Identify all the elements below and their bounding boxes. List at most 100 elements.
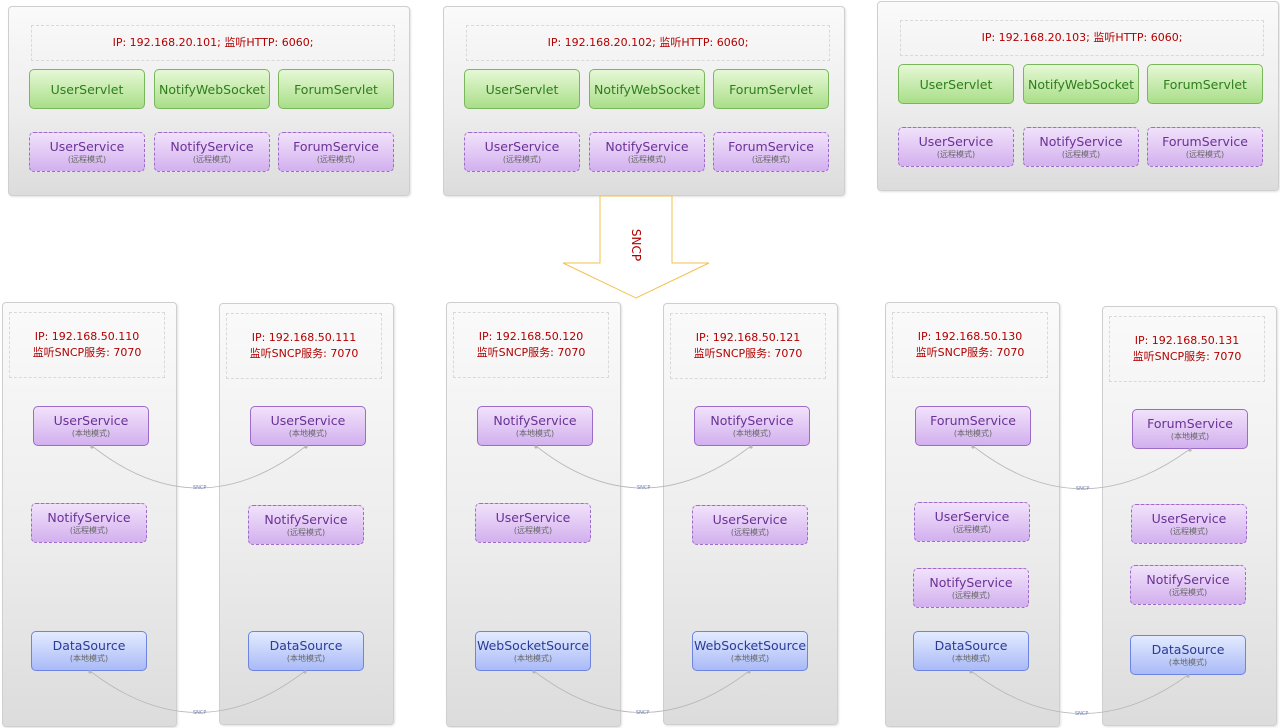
service-label: UserService xyxy=(934,509,1010,524)
user-servlet: UserServlet xyxy=(29,69,145,109)
mode-label: (本地模式) xyxy=(515,429,555,438)
sncp-server-121: IP: 192.168.50.121 监听SNCP服务: 7070 Notify… xyxy=(663,303,838,725)
source-label: DataSource xyxy=(1151,642,1225,657)
sncp-server-131: IP: 192.168.50.131 监听SNCP服务: 7070 ForumS… xyxy=(1102,306,1277,726)
web-server-3: IP: 192.168.20.103; 监听HTTP: 6060; UserSe… xyxy=(877,1,1279,191)
source-label: DataSource xyxy=(934,638,1008,653)
forum-service-remote: ForumService(远程模式) xyxy=(713,132,829,172)
server-ip: IP: 192.168.50.121 xyxy=(695,331,801,344)
service-label: NotifyService xyxy=(47,510,131,525)
sncp-server-110: IP: 192.168.50.110 监听SNCP服务: 7070 UserSe… xyxy=(2,302,177,727)
mode-label: (本地模式) xyxy=(286,654,326,663)
service-label: UserService xyxy=(49,139,125,154)
mode-label: (远程模式) xyxy=(502,155,542,164)
sncp-link-label: SNCP xyxy=(193,710,207,716)
server-info: IP: 192.168.50.111 监听SNCP服务: 7070 xyxy=(226,313,382,379)
service-label: UserService xyxy=(712,512,788,527)
servlet-label: UserServlet xyxy=(485,81,559,97)
server-listen: 监听SNCP服务: 7070 xyxy=(32,346,142,359)
source-label: DataSource xyxy=(52,638,126,653)
service-label: NotifyService xyxy=(710,413,794,428)
sncp-link-label: SNCP xyxy=(636,710,650,716)
service-label: UserService xyxy=(918,134,994,149)
mode-label: (本地模式) xyxy=(1168,658,1208,667)
service-label: UserService xyxy=(495,510,571,525)
server-ip: IP: 192.168.50.130 xyxy=(917,330,1023,343)
sncp-link-label: SNCP xyxy=(1075,711,1089,717)
service-label: UserService xyxy=(53,413,129,428)
mode-label: (远程模式) xyxy=(69,526,109,535)
forum-servlet: ForumServlet xyxy=(713,69,829,109)
sncp-arrow-label: SNCP xyxy=(629,228,643,262)
user-service-remote: UserService(远程模式) xyxy=(29,132,145,172)
service-label: NotifyService xyxy=(929,575,1013,590)
remote-service: NotifyService(远程模式) xyxy=(913,568,1029,608)
source-label: DataSource xyxy=(269,638,343,653)
notify-service-remote: NotifyService(远程模式) xyxy=(589,132,705,172)
user-servlet: UserServlet xyxy=(898,64,1014,104)
sncp-server-111: IP: 192.168.50.111 监听SNCP服务: 7070 UserSe… xyxy=(219,303,394,725)
mode-label: (远程模式) xyxy=(627,155,667,164)
service-label: UserService xyxy=(484,139,560,154)
server-info: IP: 192.168.20.102; 监听HTTP: 6060; xyxy=(466,25,830,61)
sncp-link-label: SNCP xyxy=(1076,486,1090,492)
remote-service: UserService(远程模式) xyxy=(475,503,591,543)
service-label: UserService xyxy=(1151,511,1227,526)
forum-service-remote: ForumService(远程模式) xyxy=(278,132,394,172)
servlet-label: NotifyWebSocket xyxy=(1027,76,1135,92)
forum-servlet: ForumServlet xyxy=(278,69,394,109)
service-label: UserService xyxy=(270,413,346,428)
server-ip: IP: 192.168.50.111 xyxy=(251,331,357,344)
user-servlet: UserServlet xyxy=(464,69,580,109)
servlet-label: ForumServlet xyxy=(1163,76,1247,92)
remote-service: NotifyService(远程模式) xyxy=(31,503,147,543)
remote-service: UserService(远程模式) xyxy=(692,505,808,545)
servlet-label: NotifyWebSocket xyxy=(158,81,266,97)
mode-label: (本地模式) xyxy=(951,654,991,663)
remote-service: NotifyService(远程模式) xyxy=(248,505,364,545)
mode-label: (远程模式) xyxy=(1169,527,1209,536)
servlet-label: ForumServlet xyxy=(294,81,378,97)
server-info: IP: 192.168.20.101; 监听HTTP: 6060; xyxy=(31,25,395,61)
service-label: ForumService xyxy=(728,139,814,154)
server-listen: 监听SNCP服务: 7070 xyxy=(693,347,803,360)
server-listen: 监听SNCP服务: 7070 xyxy=(476,346,586,359)
mode-label: (本地模式) xyxy=(953,429,993,438)
service-label: ForumService xyxy=(1162,134,1248,149)
local-service: NotifyService(本地模式) xyxy=(694,406,810,446)
notify-websocket: NotifyWebSocket xyxy=(589,69,705,109)
servlet-label: UserServlet xyxy=(50,81,124,97)
server-info: IP: 192.168.50.130 监听SNCP服务: 7070 xyxy=(892,312,1048,378)
service-label: ForumService xyxy=(293,139,379,154)
remote-service: UserService(远程模式) xyxy=(914,502,1030,542)
service-label: NotifyService xyxy=(1146,572,1230,587)
web-server-1: IP: 192.168.20.101; 监听HTTP: 6060; UserSe… xyxy=(8,6,410,196)
servlet-label: UserServlet xyxy=(919,76,993,92)
sncp-link-label: SNCP xyxy=(637,485,651,491)
mode-label: (远程模式) xyxy=(316,155,356,164)
mode-label: (远程模式) xyxy=(1185,150,1225,159)
mode-label: (远程模式) xyxy=(192,155,232,164)
notify-websocket: NotifyWebSocket xyxy=(154,69,270,109)
mode-label: (本地模式) xyxy=(71,429,111,438)
mode-label: (本地模式) xyxy=(730,654,770,663)
local-service: NotifyService(本地模式) xyxy=(477,406,593,446)
mode-label: (远程模式) xyxy=(951,591,991,600)
local-service: ForumService(本地模式) xyxy=(1132,409,1248,449)
sncp-link-label: SNCP xyxy=(193,485,207,491)
user-service-remote: UserService(远程模式) xyxy=(898,127,1014,167)
web-server-2: IP: 192.168.20.102; 监听HTTP: 6060; UserSe… xyxy=(443,6,845,196)
server-listen: 监听SNCP服务: 7070 xyxy=(1132,350,1242,363)
mode-label: (远程模式) xyxy=(751,155,791,164)
server-info: IP: 192.168.50.120 监听SNCP服务: 7070 xyxy=(453,312,609,378)
sncp-server-130: IP: 192.168.50.130 监听SNCP服务: 7070 ForumS… xyxy=(885,302,1060,727)
server-ip: IP: 192.168.50.110 xyxy=(34,330,140,343)
mode-label: (本地模式) xyxy=(1170,432,1210,441)
service-label: NotifyService xyxy=(170,139,254,154)
notify-websocket: NotifyWebSocket xyxy=(1023,64,1139,104)
data-source: DataSource(本地模式) xyxy=(248,631,364,671)
server-ip: IP: 192.168.50.131 xyxy=(1134,334,1240,347)
servlet-label: NotifyWebSocket xyxy=(593,81,701,97)
websocket-source: WebSocketSource(本地模式) xyxy=(475,631,591,671)
